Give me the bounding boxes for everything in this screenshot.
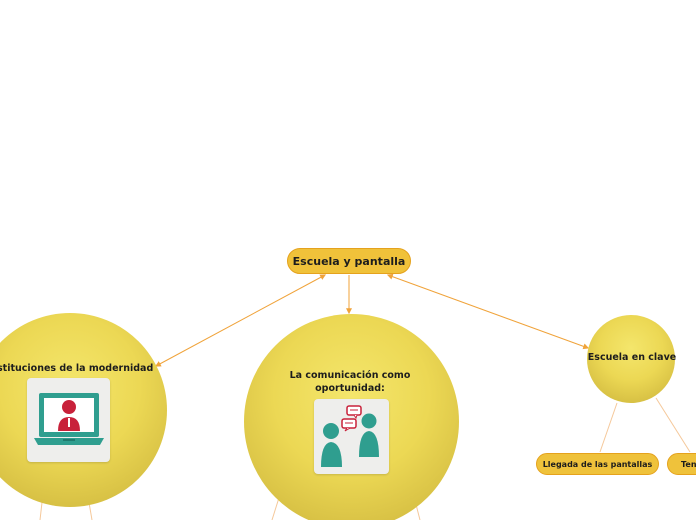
subtopic-label: Llegada de las pantallas [542, 459, 653, 469]
subtopic-label: Tens [681, 459, 696, 469]
root-topic-escuela-y-pantalla[interactable]: Escuela y pantalla [287, 248, 411, 274]
subtopic-tens[interactable]: Tens [667, 453, 696, 475]
topic-label-instituciones: Instituciones de la modernidad [0, 363, 154, 374]
video-call-laptop-icon [27, 378, 110, 462]
root-topic-label: Escuela y pantalla [292, 254, 406, 268]
connector-root-to-instituciones [154, 274, 327, 367]
connector-root-to-escuela-en-clave [386, 273, 590, 350]
connector-clave-to-tens [655, 397, 691, 453]
subtopic-llegada-de-las-pantallas[interactable]: Llegada de las pantallas [536, 453, 659, 475]
topic-label-escuela-en-clave: Escuela en clave [587, 352, 677, 363]
topic-label-comunicacion: La comunicación como oportunidad: [289, 370, 411, 394]
topic-bubble-escuela-en-clave[interactable] [587, 315, 675, 403]
connector-clave-to-llegada [599, 402, 618, 453]
conversation-people-icon [314, 399, 389, 474]
